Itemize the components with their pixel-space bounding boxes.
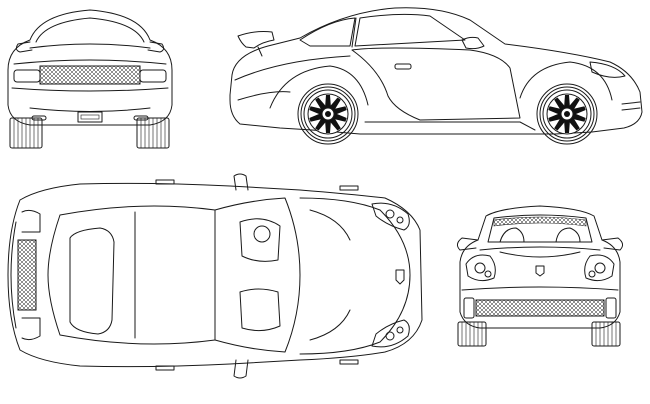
- side-body-outline: [229, 7, 643, 135]
- top-view: [7, 173, 423, 379]
- side-view: [229, 7, 643, 145]
- top-body-outline: [7, 182, 423, 368]
- rear-exhaust-left: [31, 115, 47, 121]
- side-door-handle: [394, 63, 412, 70]
- rear-exhaust-right: [133, 115, 149, 121]
- front-tyre-right: [591, 321, 621, 347]
- top-mirror-left: [233, 173, 249, 191]
- side-door-line: [351, 47, 521, 121]
- front-windscreen: [487, 214, 593, 243]
- top-mirror-right: [233, 359, 249, 379]
- rear-tyre-left: [9, 117, 43, 149]
- front-hood-badge: [535, 265, 545, 277]
- top-headlight-right: [371, 319, 410, 348]
- side-rear-spoiler: [237, 31, 275, 49]
- rear-license-plate: [77, 111, 103, 123]
- side-rear-window: [299, 17, 356, 47]
- rear-grille-mesh: [39, 65, 141, 85]
- rear-tail-light-left: [13, 69, 41, 83]
- side-front-wheel: [536, 83, 598, 145]
- side-window: [354, 13, 466, 47]
- rear-mirror-right: [147, 41, 165, 53]
- rear-body-outline: [7, 9, 173, 126]
- side-mirror: [461, 36, 485, 50]
- top-steering-wheel: [253, 225, 271, 243]
- front-grille-mesh: [475, 299, 605, 317]
- front-windscreen-mesh: [493, 216, 587, 227]
- rear-tail-light-right: [139, 69, 167, 83]
- rear-view: [7, 9, 173, 149]
- top-windscreen: [214, 197, 301, 353]
- top-roof-panel: [47, 205, 216, 345]
- top-hood-badge: [395, 269, 405, 285]
- front-mirror-left: [456, 237, 479, 251]
- rear-tyre-right: [136, 117, 170, 149]
- side-rear-wheel: [297, 83, 359, 145]
- front-tyre-left: [457, 321, 487, 347]
- front-mirror-right: [601, 237, 624, 251]
- front-headlight-left: [465, 254, 496, 282]
- rear-mirror-left: [15, 41, 33, 53]
- top-headlight-left: [371, 202, 410, 231]
- front-view: [456, 205, 624, 347]
- top-rear-grille: [17, 239, 37, 311]
- top-rear-window: [69, 227, 115, 335]
- front-headlight-right: [584, 254, 615, 282]
- side-headlight: [589, 61, 626, 78]
